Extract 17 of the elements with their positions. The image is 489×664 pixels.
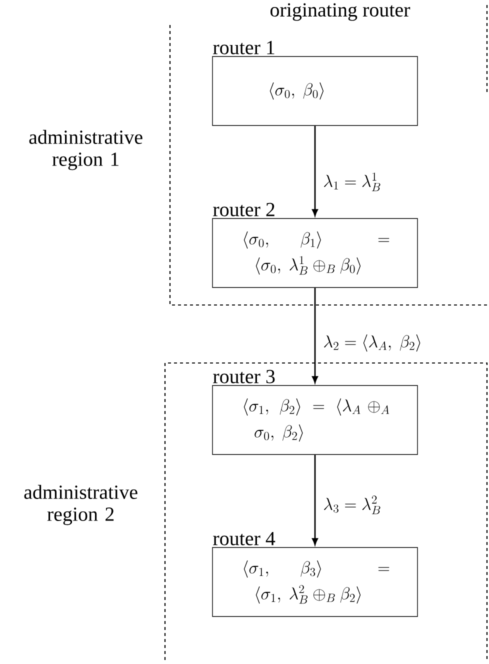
router-label: router 2 bbox=[213, 202, 274, 216]
arrow bbox=[312, 454, 318, 546]
router-label: router 4 bbox=[213, 532, 276, 546]
router-label: router 3 bbox=[213, 370, 275, 384]
region-label: administrative region 1 bbox=[29, 130, 142, 170]
region-label: administrative region 2 bbox=[24, 484, 138, 526]
edge-label: $\lambda_2 = \langle\lambda_A,\ \beta_2\rangle$ bbox=[322, 333, 424, 353]
router-box: $\langle\sigma_0,\ \beta_0\rangle$ bbox=[212, 56, 418, 126]
router-box: $\langle\sigma_0,\ \beta_1\rangle = \langle\sigma_0,\ \lambda_B^1 \oplus_B \beta_0\rangle$ bbox=[212, 218, 418, 288]
edge-label: $\lambda_3 = \lambda_B^2$ bbox=[322, 494, 382, 516]
node-label: originating router bbox=[270, 3, 410, 21]
router-box: $\langle\sigma_1,\ \beta_2\rangle = \langle\lambda_A \oplus_A \sigma_0,\ \beta_2\rangle$ bbox=[212, 385, 418, 455]
edge-label: $\lambda_1 = \lambda_B^1$ bbox=[322, 172, 382, 192]
arrow bbox=[312, 288, 318, 384]
router-box: $\langle\sigma_1,\ \beta_3\rangle = \langle\sigma_1,\ \lambda_B^2 \oplus_B \beta_2\rangle$ bbox=[212, 547, 418, 617]
arrow bbox=[312, 126, 318, 216]
router-label: router 1 bbox=[213, 40, 274, 54]
